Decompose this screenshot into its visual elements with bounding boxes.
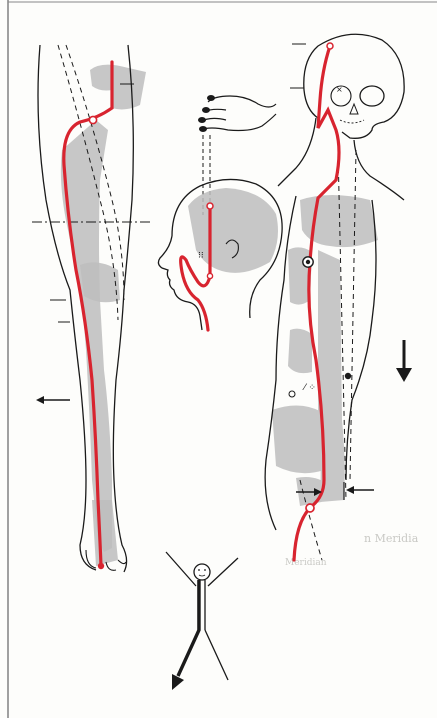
arrow-down-icon: [396, 340, 412, 382]
arrow-left-hip-icon: [344, 482, 374, 500]
skull-nose: [350, 104, 358, 114]
stick-figure-legs: [205, 630, 228, 680]
stick-figure-icon: [166, 552, 238, 690]
head-meridian-point-top: [207, 203, 213, 209]
leg-meridian-point-knee: [89, 116, 96, 123]
leg-figure: [32, 45, 150, 572]
fingernail-4: [199, 126, 207, 132]
fingernail-3: [198, 117, 206, 123]
torso-marker-1: [289, 391, 295, 397]
fingernail-2: [202, 107, 210, 113]
fingernail-1: [207, 95, 215, 101]
stick-figure-eye-2: [204, 569, 206, 571]
leg-shading-foot: [92, 500, 118, 566]
torso-marker-3: ⁄ ⁘: [302, 383, 316, 393]
hand-outline: [200, 96, 276, 131]
skull-teeth: [340, 120, 364, 123]
stick-figure-head: [194, 564, 210, 580]
skull-marker-x: ×: [336, 85, 343, 94]
skull-eye-socket-right: [360, 86, 384, 106]
head-figure: ⁝⁝: [158, 179, 282, 330]
leg-shading-knee: [80, 262, 120, 302]
arrow-left-icon: [36, 396, 70, 404]
torso-meridian-point-chest-inner: [306, 260, 310, 264]
stick-figure-eye-1: [198, 569, 200, 571]
stick-figure-meridian-arrow: [178, 580, 199, 676]
neck-outline: [278, 118, 404, 200]
leg-meridian-point-toe: [98, 563, 104, 569]
torso-figure: × ⁄ ⁘: [265, 34, 412, 560]
head-meridian-point-mid: [207, 273, 212, 278]
torso-marker-2: [345, 373, 351, 379]
torso-meridian-point-hip: [306, 504, 314, 512]
leg-outline-inner: [113, 45, 133, 572]
torso-meridian-point-top: [327, 43, 333, 49]
head-marker-symbol: ⁝⁝: [198, 251, 204, 261]
stick-figure-arrowhead: [172, 674, 184, 690]
